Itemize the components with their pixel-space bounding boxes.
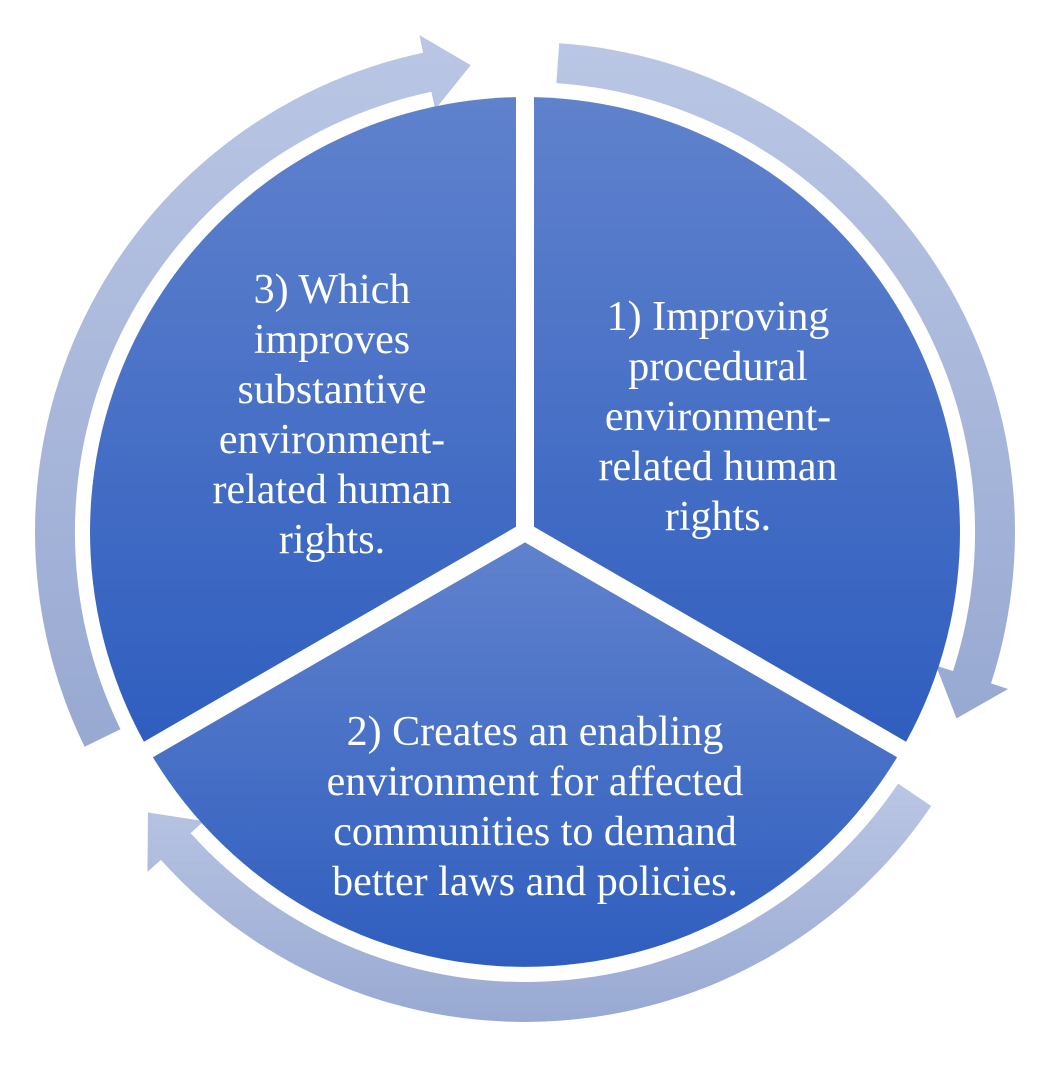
segment-3-label-line: substantive	[238, 367, 427, 413]
segment-2-label-line: 2) Creates an enabling	[347, 709, 724, 755]
arrow-segment-2-to-3	[147, 783, 932, 1022]
cycle-segments	[90, 97, 960, 967]
segment-2-label-line: environment for affected	[327, 759, 744, 805]
cycle-arrows	[35, 35, 1015, 1022]
segment-1-label-line: 1) Improving	[607, 294, 830, 340]
segment-2-wedge	[152, 542, 898, 967]
segment-1-label-line: procedural	[628, 344, 808, 390]
segment-3-label-line: environment-	[219, 417, 445, 463]
segment-1-wedge	[534, 97, 960, 742]
segment-3-label-line: improves	[254, 317, 410, 363]
segment-1-label-line: environment-	[605, 394, 831, 440]
segment-3-label-line: 3) Which	[254, 267, 411, 313]
arrow-segment-1-to-2	[556, 43, 1015, 719]
arrow-segment-3-to-1	[35, 35, 471, 747]
segment-1-label-line: rights.	[665, 494, 771, 540]
segment-3-label-line: rights.	[279, 517, 385, 563]
segment-3-wedge	[90, 97, 516, 742]
segment-2-label-line: communities to demand	[333, 809, 737, 855]
segment-3-label-line: related human	[212, 467, 451, 513]
segment-1-label-line: related human	[598, 444, 837, 490]
segment-2-label-line: better laws and policies.	[332, 859, 738, 905]
